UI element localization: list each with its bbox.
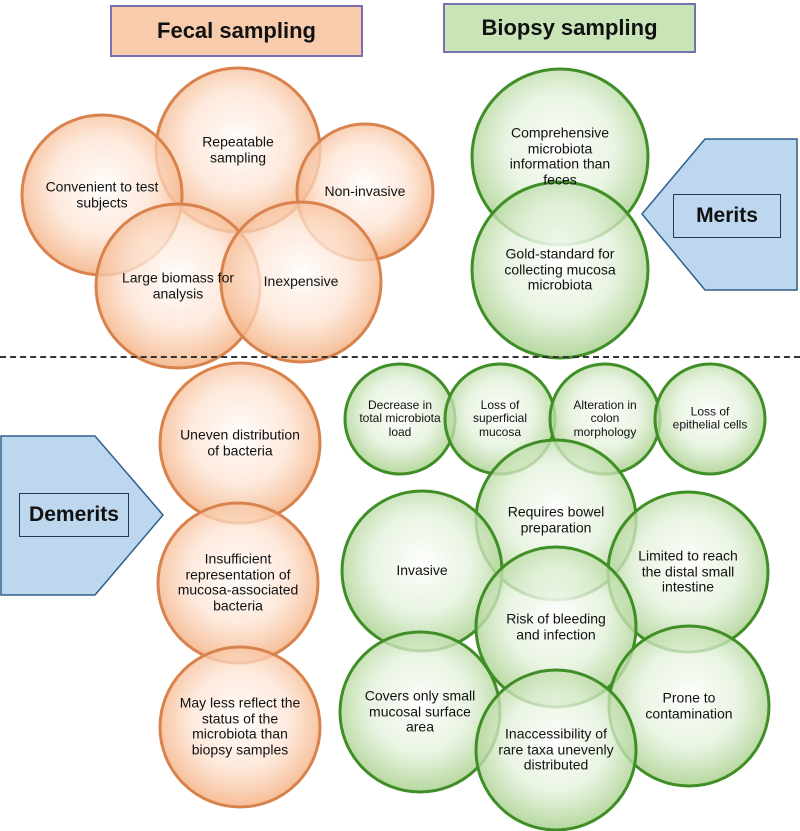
- biopsy-demerits-2-text: Limited to reach the distal small intest…: [638, 547, 738, 595]
- demerits-label: Demerits: [19, 493, 129, 537]
- biopsy-demerits-small-0-text: Decrease in total microbiota load: [359, 397, 441, 439]
- biopsy-demerits-small-1-text: Loss of superficial mucosa: [472, 397, 528, 439]
- biopsy-demerits-1-text: Invasive: [396, 562, 448, 579]
- merits-label: Merits: [673, 194, 781, 238]
- section-divider: [0, 356, 800, 358]
- biopsy-merits-0-text: Comprehensive microbiota information tha…: [509, 124, 611, 188]
- biopsy-demerits-6-bubble: [474, 668, 638, 831]
- biopsy-demerits-3-text: Risk of bleeding and infection: [506, 610, 606, 642]
- biopsy-merits-1-bubble: [470, 180, 650, 360]
- biopsy-demerits-0-text: Requires bowel preparation: [507, 503, 605, 535]
- biopsy-demerits-small-3-text: Loss of epithelial cells: [672, 404, 748, 432]
- biopsy-demerits-small-2-text: Alteration in colon morphology: [573, 397, 637, 439]
- fecal-merits-1-text: Convenient to test subjects: [45, 178, 159, 210]
- fecal-demerits-1-text: Insufficient representation of mucosa-as…: [177, 550, 299, 614]
- fecal-sampling-header: Fecal sampling: [110, 5, 363, 57]
- biopsy-demerits-4-text: Covers only small mucosal surface area: [364, 687, 476, 735]
- biopsy-demerits-small-3-bubble: [653, 362, 767, 476]
- biopsy-merits-1-text: Gold-standard for collecting mucosa micr…: [504, 245, 616, 293]
- fecal-demerits-0-text: Uneven distribution of bacteria: [180, 426, 300, 458]
- biopsy-demerits-5-text: Prone to contamination: [645, 689, 733, 721]
- biopsy-sampling-header: Biopsy sampling: [443, 3, 696, 53]
- fecal-merits-4-bubble: [219, 200, 383, 364]
- fecal-merits-0-text: Repeatable sampling: [202, 133, 274, 165]
- fecal-demerits-2-text: May less reflect the status of the micro…: [179, 694, 301, 758]
- fecal-demerits-2-bubble: [158, 645, 322, 809]
- biopsy-demerits-6-text: Inaccessibility of rare taxa unevenly di…: [498, 725, 614, 773]
- fecal-merits-3-text: Large biomass for analysis: [121, 269, 235, 301]
- fecal-merits-4-text: Inexpensive: [263, 273, 339, 290]
- fecal-merits-2-text: Non-invasive: [324, 183, 406, 200]
